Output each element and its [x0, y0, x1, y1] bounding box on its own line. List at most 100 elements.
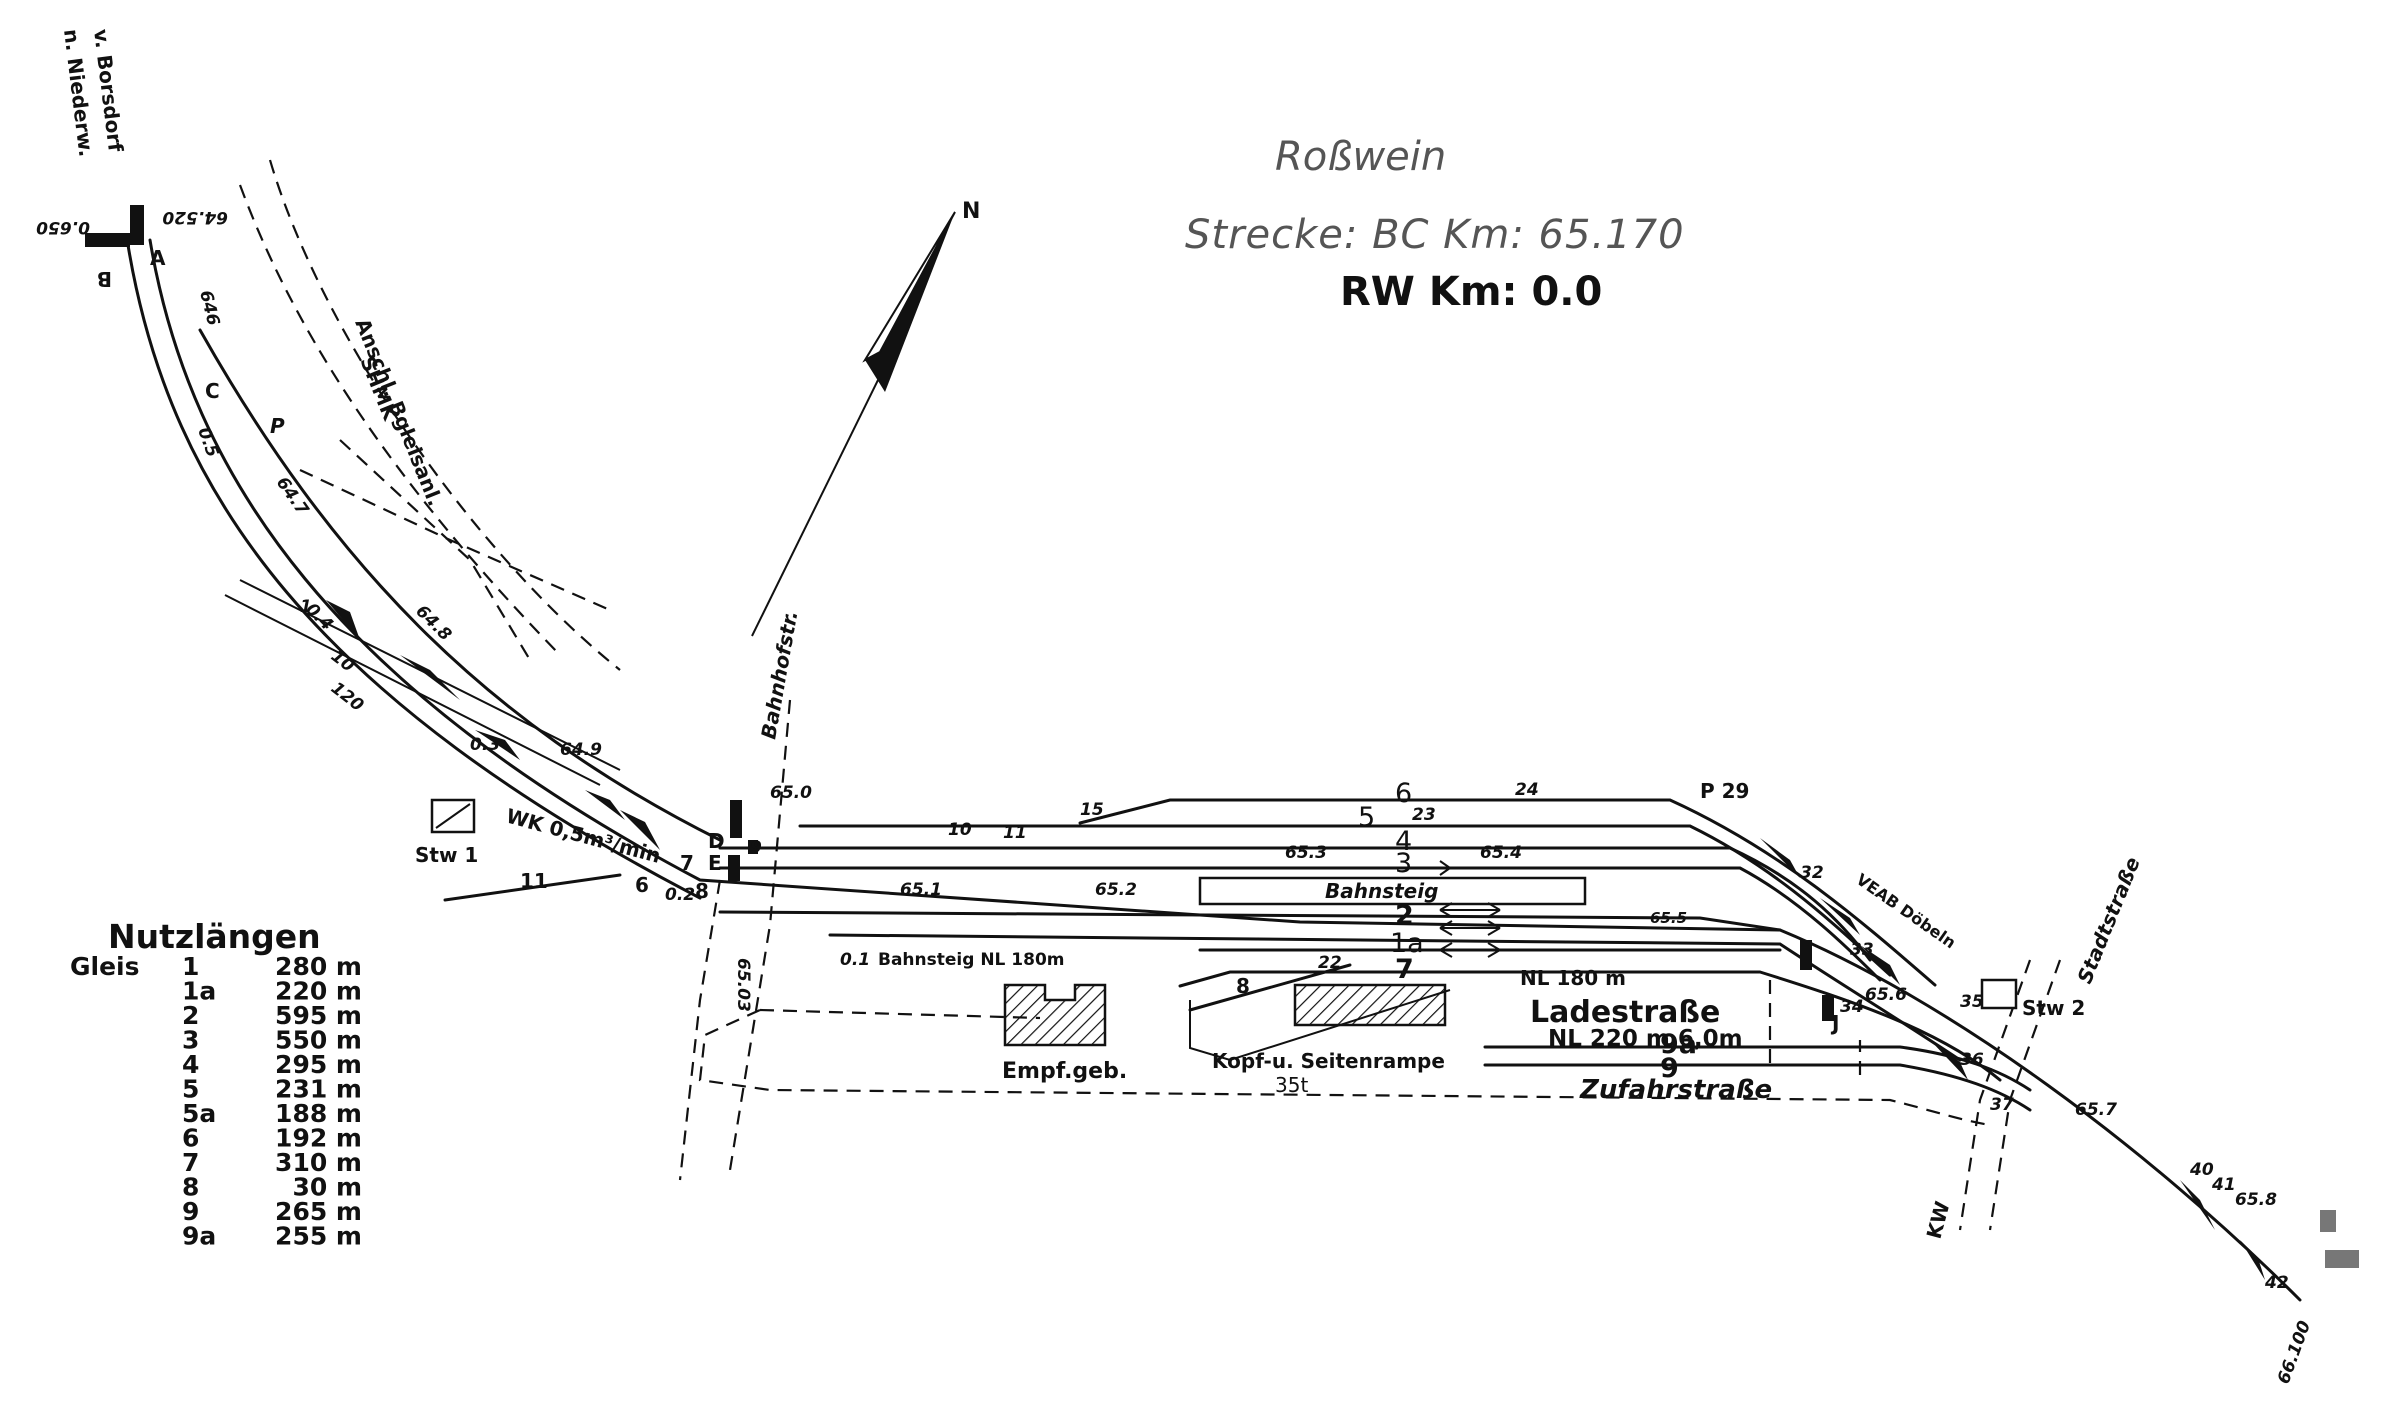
km-649: 64.9: [560, 740, 602, 760]
legend-length-1a: 220 m: [275, 977, 362, 1006]
switch-15: 15: [1080, 800, 1104, 820]
switch-marks: [326, 600, 2265, 1280]
legend-length-3: 550 m: [275, 1026, 362, 1055]
legend-length-4: 295 m: [275, 1050, 362, 1079]
km-66100: 66.100: [2274, 1318, 2315, 1387]
station-name: Roßwein: [1275, 134, 1446, 180]
zufahrstrasse-label: Zufahrstraße: [1579, 1075, 1772, 1105]
switch-11: 11: [520, 869, 548, 893]
track-9: [1483, 1063, 2032, 1112]
signal-j: J: [1830, 1011, 1839, 1035]
siding-branch: [224, 159, 621, 786]
km-650: 65.0: [770, 783, 812, 803]
km-652: 65.2: [1095, 880, 1137, 900]
station-building-label: Empf.geb.: [1002, 1059, 1127, 1084]
nl-220: NL 220 m 6,0m: [1548, 1026, 1743, 1052]
legend-track-2: 2: [182, 1001, 199, 1030]
switch-24: 24: [1515, 780, 1539, 800]
stw1-label: Stw 1: [415, 843, 478, 867]
switch-41: 41: [2211, 1175, 2236, 1195]
km-658: 65.8: [2235, 1190, 2277, 1210]
stw2-label: Stw 2: [2022, 996, 2085, 1020]
legend-length-7: 310 m: [275, 1148, 362, 1177]
track-9a: [1483, 1045, 2032, 1092]
bahnsteig-nl: Bahnsteig NL 180m: [878, 950, 1065, 970]
km-02: 0.2: [665, 885, 695, 905]
switch-11b: 11: [1003, 823, 1027, 843]
legend-track-4: 4: [182, 1050, 199, 1079]
legend-length-5a: 188 m: [275, 1099, 362, 1128]
track-2: [718, 910, 1782, 932]
track-1: [828, 933, 1962, 1062]
label-120: 120: [327, 678, 367, 716]
legend-track-8: 8: [182, 1173, 199, 1202]
switch-9: 9: [750, 838, 762, 858]
km-0650: 0.650: [36, 217, 90, 237]
switch-7: 7: [680, 851, 694, 875]
loading-ramp: Kopf-u. Seitenrampe 35t: [1212, 983, 1447, 1097]
stw2-building: Stw 2: [1980, 978, 2085, 1020]
switch-40: 40: [2189, 1160, 2214, 1180]
nl-180: NL 180 m: [1520, 966, 1626, 990]
track-6: [1078, 798, 1937, 987]
switch-36: 36: [1960, 1050, 1984, 1070]
switch-22: 22: [1318, 953, 1342, 973]
km-03: 0.3: [470, 735, 500, 755]
legend-track-9a: 9a: [182, 1222, 216, 1251]
track-number-8: 8: [1236, 974, 1250, 998]
legend-length-1: 280 m: [275, 952, 362, 981]
track-7: [1178, 970, 2002, 1082]
track-number-3: 3: [1395, 848, 1412, 879]
km-646: 646: [195, 288, 223, 327]
km-64520: 64.520: [162, 207, 228, 227]
signal-e: E: [708, 851, 722, 875]
legend-length-2: 595 m: [275, 1001, 362, 1030]
km-651: 65.1: [900, 880, 942, 900]
ramp-label: Kopf-u. Seitenrampe: [1212, 1049, 1445, 1073]
legend-length-9: 265 m: [275, 1197, 362, 1226]
legend-track-6: 6: [182, 1124, 199, 1153]
km-653: 65.3: [1285, 843, 1327, 863]
switch-10b: 10: [948, 820, 972, 840]
legend-length-6: 192 m: [275, 1124, 362, 1153]
rw-line: RW Km: 0.0: [1340, 269, 1602, 315]
track-number-6: 6: [1395, 778, 1412, 809]
legend-track-5: 5: [182, 1075, 199, 1104]
legend-track-7: 7: [182, 1148, 199, 1177]
switch-10: 10: [327, 646, 358, 676]
stw1-building: Stw 1: [415, 798, 478, 867]
km-05: 0.5: [193, 425, 222, 460]
track-number-1a: 1a: [1390, 928, 1424, 959]
legend-track-5a: 5a: [182, 1099, 216, 1128]
direction-arrows: [1439, 860, 1501, 958]
legend-track-1: 1: [182, 952, 199, 981]
legend-track-3: 3: [182, 1026, 199, 1055]
switch-33: 33: [1850, 940, 1874, 960]
track-number-4: 4: [1395, 826, 1412, 857]
platform: Bahnsteig: [1198, 876, 1587, 906]
zufahrstrasse-road: [698, 980, 1991, 1127]
switch-8: 8: [695, 879, 709, 903]
km-6503: 65.03: [733, 958, 753, 1012]
bahnhofstrasse-label: Bahnhofstr.: [756, 609, 802, 741]
switch-23: 23: [1412, 805, 1436, 825]
switch-34: 34: [1840, 997, 1864, 1017]
legend-prefix: Gleis: [70, 952, 140, 981]
track-number-9a: 9a: [1660, 1029, 1697, 1060]
legend-length-9a: 255 m: [275, 1222, 362, 1251]
track-number-5: 5: [1358, 802, 1375, 833]
legend-length-5: 231 m: [275, 1075, 362, 1104]
km-656: 65.6: [1865, 985, 1907, 1005]
signal-a: A: [150, 246, 166, 270]
km-654: 65.4: [1480, 843, 1522, 863]
km-655: 65.5: [1650, 909, 1687, 927]
ramp-load: 35t: [1275, 1073, 1308, 1097]
signal-p29: P 29: [1700, 779, 1749, 803]
track-number-2: 2: [1395, 900, 1414, 931]
legend-length-8: 30 m: [292, 1173, 362, 1202]
switch-6: 6: [635, 873, 649, 897]
track-11: [443, 873, 622, 902]
platform-label: Bahnsteig: [1325, 879, 1438, 903]
